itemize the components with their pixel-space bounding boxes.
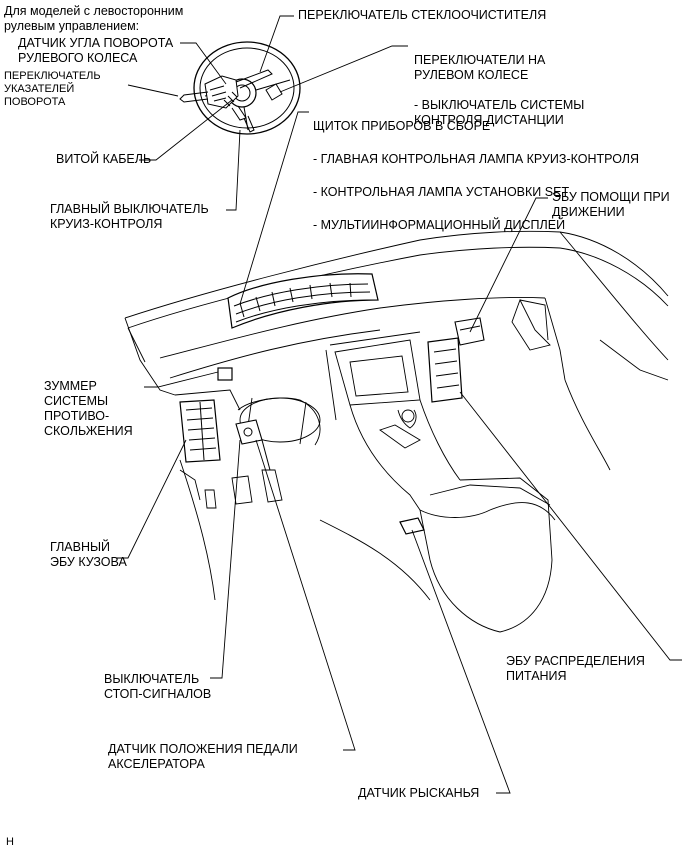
label-yaw-rate-sensor: ДАТЧИК РЫСКАНЬЯ xyxy=(358,786,480,800)
label-spiral-cable: ВИТОЙ КАБЕЛЬ xyxy=(56,152,152,166)
dashboard-drawing xyxy=(124,230,669,633)
label-accel-pedal-sensor: ДАТЧИК ПОЛОЖЕНИЯ ПЕДАЛИ АКСЕЛЕРАТОРА xyxy=(108,742,298,771)
pedal-sensors-part xyxy=(235,419,271,471)
power-distribution-ecu-part xyxy=(427,337,463,403)
skid-buzzer-part xyxy=(217,367,233,381)
meter-item: - КОНТРОЛЬНАЯ ЛАМПА УСТАНОВКИ SET xyxy=(313,185,570,199)
label-wiper-switch: ПЕРЕКЛЮЧАТЕЛЬ СТЕКЛООЧИСТИТЕЛЯ xyxy=(298,8,547,22)
footer-code: H xyxy=(6,836,14,848)
steering-wheel-detail xyxy=(179,41,301,135)
header-note: Для моделей с левосторонним рулевым упра… xyxy=(4,4,184,33)
label-steering-angle-sensor: ДАТЧИК УГЛА ПОВОРОТА РУЛЕВОГО КОЛЕСА xyxy=(18,36,174,65)
leader-lines xyxy=(116,15,682,794)
combination-meter xyxy=(227,273,379,329)
label-turn-signal-switch: ПЕРЕКЛЮЧАТЕЛЬ УКАЗАТЕЛЕЙ ПОВОРОТА xyxy=(4,70,101,108)
combination-meter-title: ЩИТОК ПРИБОРОВ В СБОРЕ xyxy=(313,119,491,133)
meter-item: - ГЛАВНАЯ КОНТРОЛЬНАЯ ЛАМПА КРУИЗ-КОНТРО… xyxy=(313,152,640,166)
label-stop-light-switch: ВЫКЛЮЧАТЕЛЬ СТОП-СИГНАЛОВ xyxy=(104,672,212,701)
steering-pad-sub: - ВЫКЛЮЧАТЕЛЬ СИСТЕМЫ КОНТРОЛЯ ДИСТАНЦИИ xyxy=(414,98,585,127)
label-steering-pad-switches: ПЕРЕКЛЮЧАТЕЛИ НА РУЛЕВОМ КОЛЕСЕ - ВЫКЛЮЧ… xyxy=(414,38,584,143)
label-combination-meter: ЩИТОК ПРИБОРОВ В СБОРЕ - ГЛАВНАЯ КОНТРОЛ… xyxy=(313,104,639,248)
main-body-ecu-part xyxy=(179,399,221,463)
label-main-body-ecu: ГЛАВНЫЙ ЭБУ КУЗОВА xyxy=(50,540,127,569)
label-cruise-main-switch: ГЛАВНЫЙ ВЫКЛЮЧАТЕЛЬ КРУИЗ-КОНТРОЛЯ xyxy=(50,202,209,231)
yaw-rate-sensor-part xyxy=(399,517,425,535)
steering-pad-title: ПЕРЕКЛЮЧАТЕЛИ НА РУЛЕВОМ КОЛЕСЕ xyxy=(414,53,546,82)
driving-support-ecu-part xyxy=(454,317,485,346)
label-driving-support-ecu: ЭБУ ПОМОЩИ ПРИ ДВИЖЕНИИ xyxy=(552,190,670,219)
meter-item: - МУЛЬТИИНФОРМАЦИОННЫЙ ДИСПЛЕЙ xyxy=(313,218,566,232)
label-skid-buzzer: ЗУММЕР СИСТЕМЫ ПРОТИВО- СКОЛЬЖЕНИЯ xyxy=(44,379,133,438)
label-power-distribution-ecu: ЭБУ РАСПРЕДЕЛЕНИЯ ПИТАНИЯ xyxy=(506,654,645,683)
